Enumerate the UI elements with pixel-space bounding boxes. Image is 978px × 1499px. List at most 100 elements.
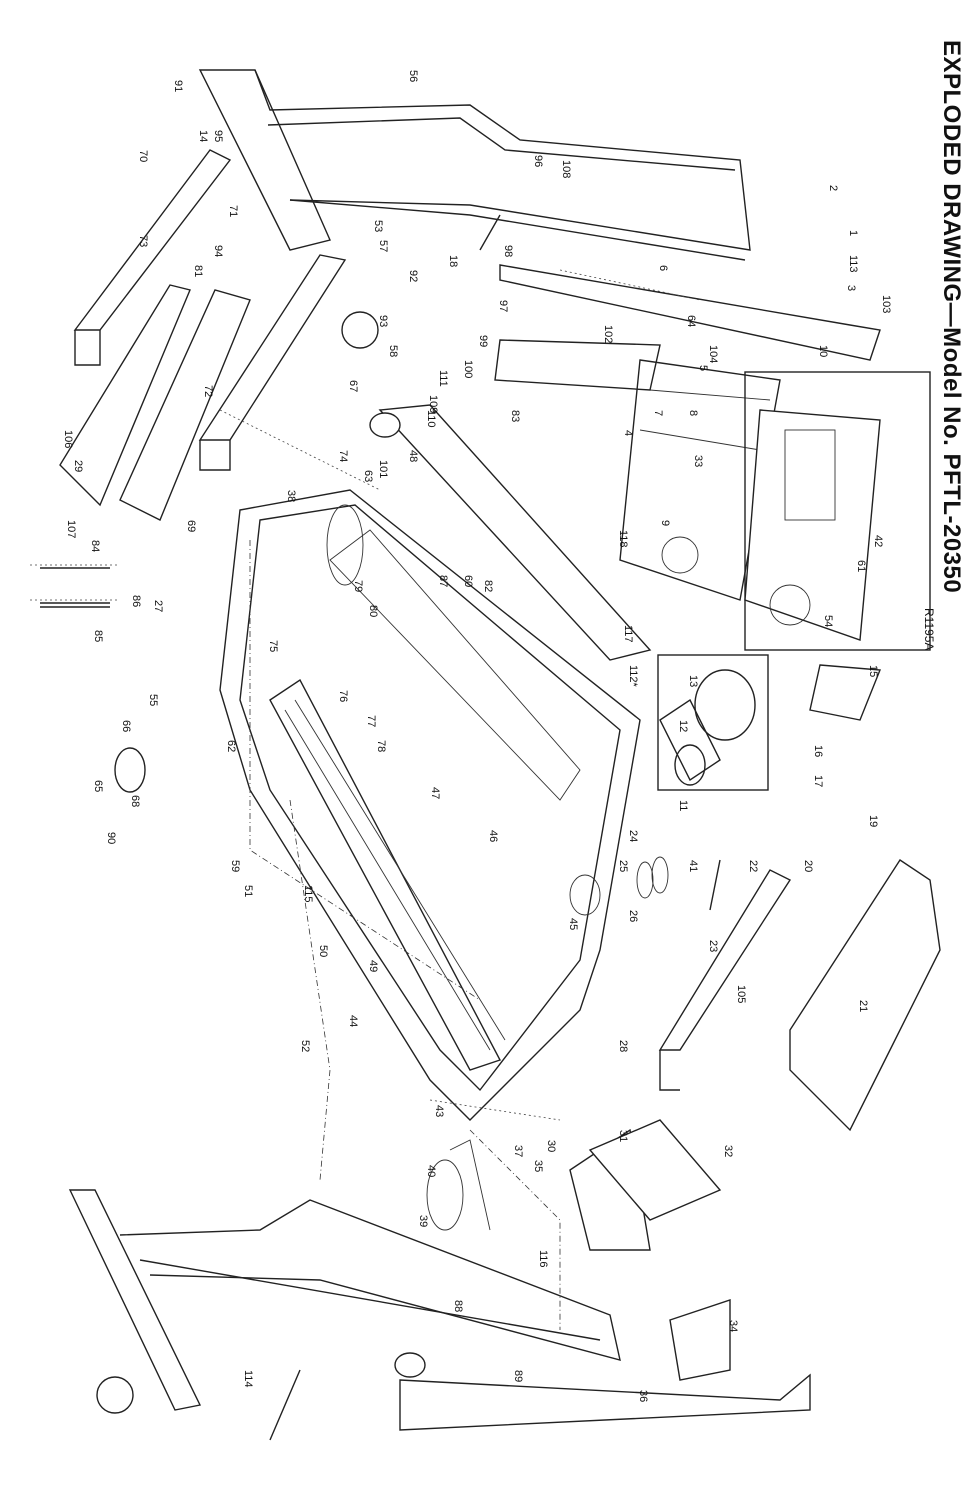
callout-92: 92 [407, 270, 419, 282]
callout-5: 5 [697, 365, 709, 371]
callout-32: 32 [722, 1145, 734, 1157]
callout-105: 105 [735, 985, 747, 1003]
callout-51: 51 [242, 885, 254, 897]
callout-23: 23 [707, 940, 719, 952]
callout-20: 20 [802, 860, 814, 872]
callout-95: 95 [212, 130, 224, 142]
callout-10: 10 [817, 345, 829, 357]
safety-key-and-cord [426, 856, 669, 1231]
callout-107: 107 [65, 520, 77, 538]
callout-69: 69 [185, 520, 197, 532]
callout-108: 108 [560, 160, 572, 178]
callout-54: 54 [822, 615, 834, 627]
callout-25: 25 [617, 860, 629, 872]
callout-53: 53 [372, 220, 384, 232]
callout-14: 14 [197, 130, 209, 142]
callout-43: 43 [433, 1105, 445, 1117]
callout-45: 45 [567, 918, 579, 930]
callout-71: 71 [227, 205, 239, 217]
callout-80: 80 [367, 605, 379, 617]
upper-base-crossmembers [59, 149, 347, 521]
callout-101: 101 [377, 460, 389, 478]
callout-65: 65 [92, 780, 104, 792]
callout-72: 72 [202, 385, 214, 397]
callout-41: 41 [687, 860, 699, 872]
callout-7: 7 [652, 410, 664, 416]
callout-16: 16 [812, 745, 824, 757]
rod-parts [40, 214, 721, 1441]
callout-117: 117 [622, 625, 634, 643]
callout-18: 18 [447, 255, 459, 267]
callout-40: 40 [425, 1165, 437, 1177]
callout-83: 83 [509, 410, 521, 422]
callout-36: 36 [637, 1390, 649, 1402]
callout-67: 67 [347, 380, 359, 392]
callout-113: 113 [847, 255, 859, 273]
callout-48: 48 [407, 450, 419, 462]
callout-28: 28 [617, 1040, 629, 1052]
callout-86: 86 [130, 595, 142, 607]
callout-12: 12 [677, 720, 689, 732]
deck-frame [219, 404, 652, 1121]
callout-84: 84 [89, 540, 101, 552]
callout-11: 11 [677, 800, 689, 811]
callout-42: 42 [872, 535, 884, 547]
callout-116: 116 [537, 1250, 549, 1268]
callout-2: 2 [827, 185, 839, 191]
callout-90: 90 [105, 832, 117, 844]
callout-64: 64 [685, 315, 697, 327]
callout-114: 114 [242, 1370, 254, 1388]
callout-58: 58 [387, 345, 399, 357]
callout-110: 110 [425, 410, 437, 428]
callout-82: 82 [482, 580, 494, 592]
callout-81: 81 [192, 265, 204, 277]
callout-3: 3 [845, 285, 857, 291]
callout-31: 31 [617, 1130, 629, 1142]
callout-34: 34 [727, 1320, 739, 1332]
callout-19: 19 [867, 815, 879, 827]
callout-66: 66 [120, 720, 132, 732]
callout-24: 24 [627, 830, 639, 842]
callout-112-star: 112* [627, 665, 639, 688]
callout-55: 55 [147, 694, 159, 706]
callout-17: 17 [812, 775, 824, 787]
callout-98: 98 [502, 245, 514, 257]
callout-88: 88 [452, 1300, 464, 1312]
callout-26: 26 [627, 910, 639, 922]
callout-79: 79 [352, 580, 364, 592]
callout-63: 63 [362, 470, 374, 482]
callout-13: 13 [687, 675, 699, 687]
callout-49: 49 [367, 960, 379, 972]
callout-100: 100 [462, 360, 474, 378]
callout-61: 61 [855, 560, 867, 572]
callout-22: 22 [747, 860, 759, 872]
callout-21: 21 [857, 1000, 869, 1012]
callout-103: 103 [880, 295, 892, 313]
callout-85: 85 [92, 630, 104, 642]
callout-57: 57 [377, 240, 389, 252]
callout-27: 27 [152, 600, 164, 612]
callout-38: 38 [285, 490, 297, 502]
callout-76: 76 [337, 690, 349, 702]
callout-52: 52 [299, 1040, 311, 1052]
callout-74: 74 [337, 450, 349, 462]
drive-belt [809, 664, 882, 721]
callout-75: 75 [267, 640, 279, 652]
callout-62: 62 [225, 740, 237, 752]
callout-93: 93 [377, 315, 389, 327]
console-assembly [494, 339, 931, 651]
lower-upright-frame [68, 1189, 811, 1431]
callout-1: 1 [847, 230, 859, 236]
callout-33: 33 [692, 455, 704, 467]
callout-39: 39 [417, 1215, 429, 1227]
upper-upright-frame [198, 69, 881, 361]
callout-68: 68 [129, 795, 141, 807]
walking-belt-and-rollers [326, 504, 601, 916]
callout-78: 78 [375, 740, 387, 752]
callout-115: 115 [302, 885, 314, 903]
callout-44: 44 [347, 1015, 359, 1027]
callout-4: 4 [622, 430, 634, 436]
lower-bracket-plates [569, 1119, 731, 1381]
